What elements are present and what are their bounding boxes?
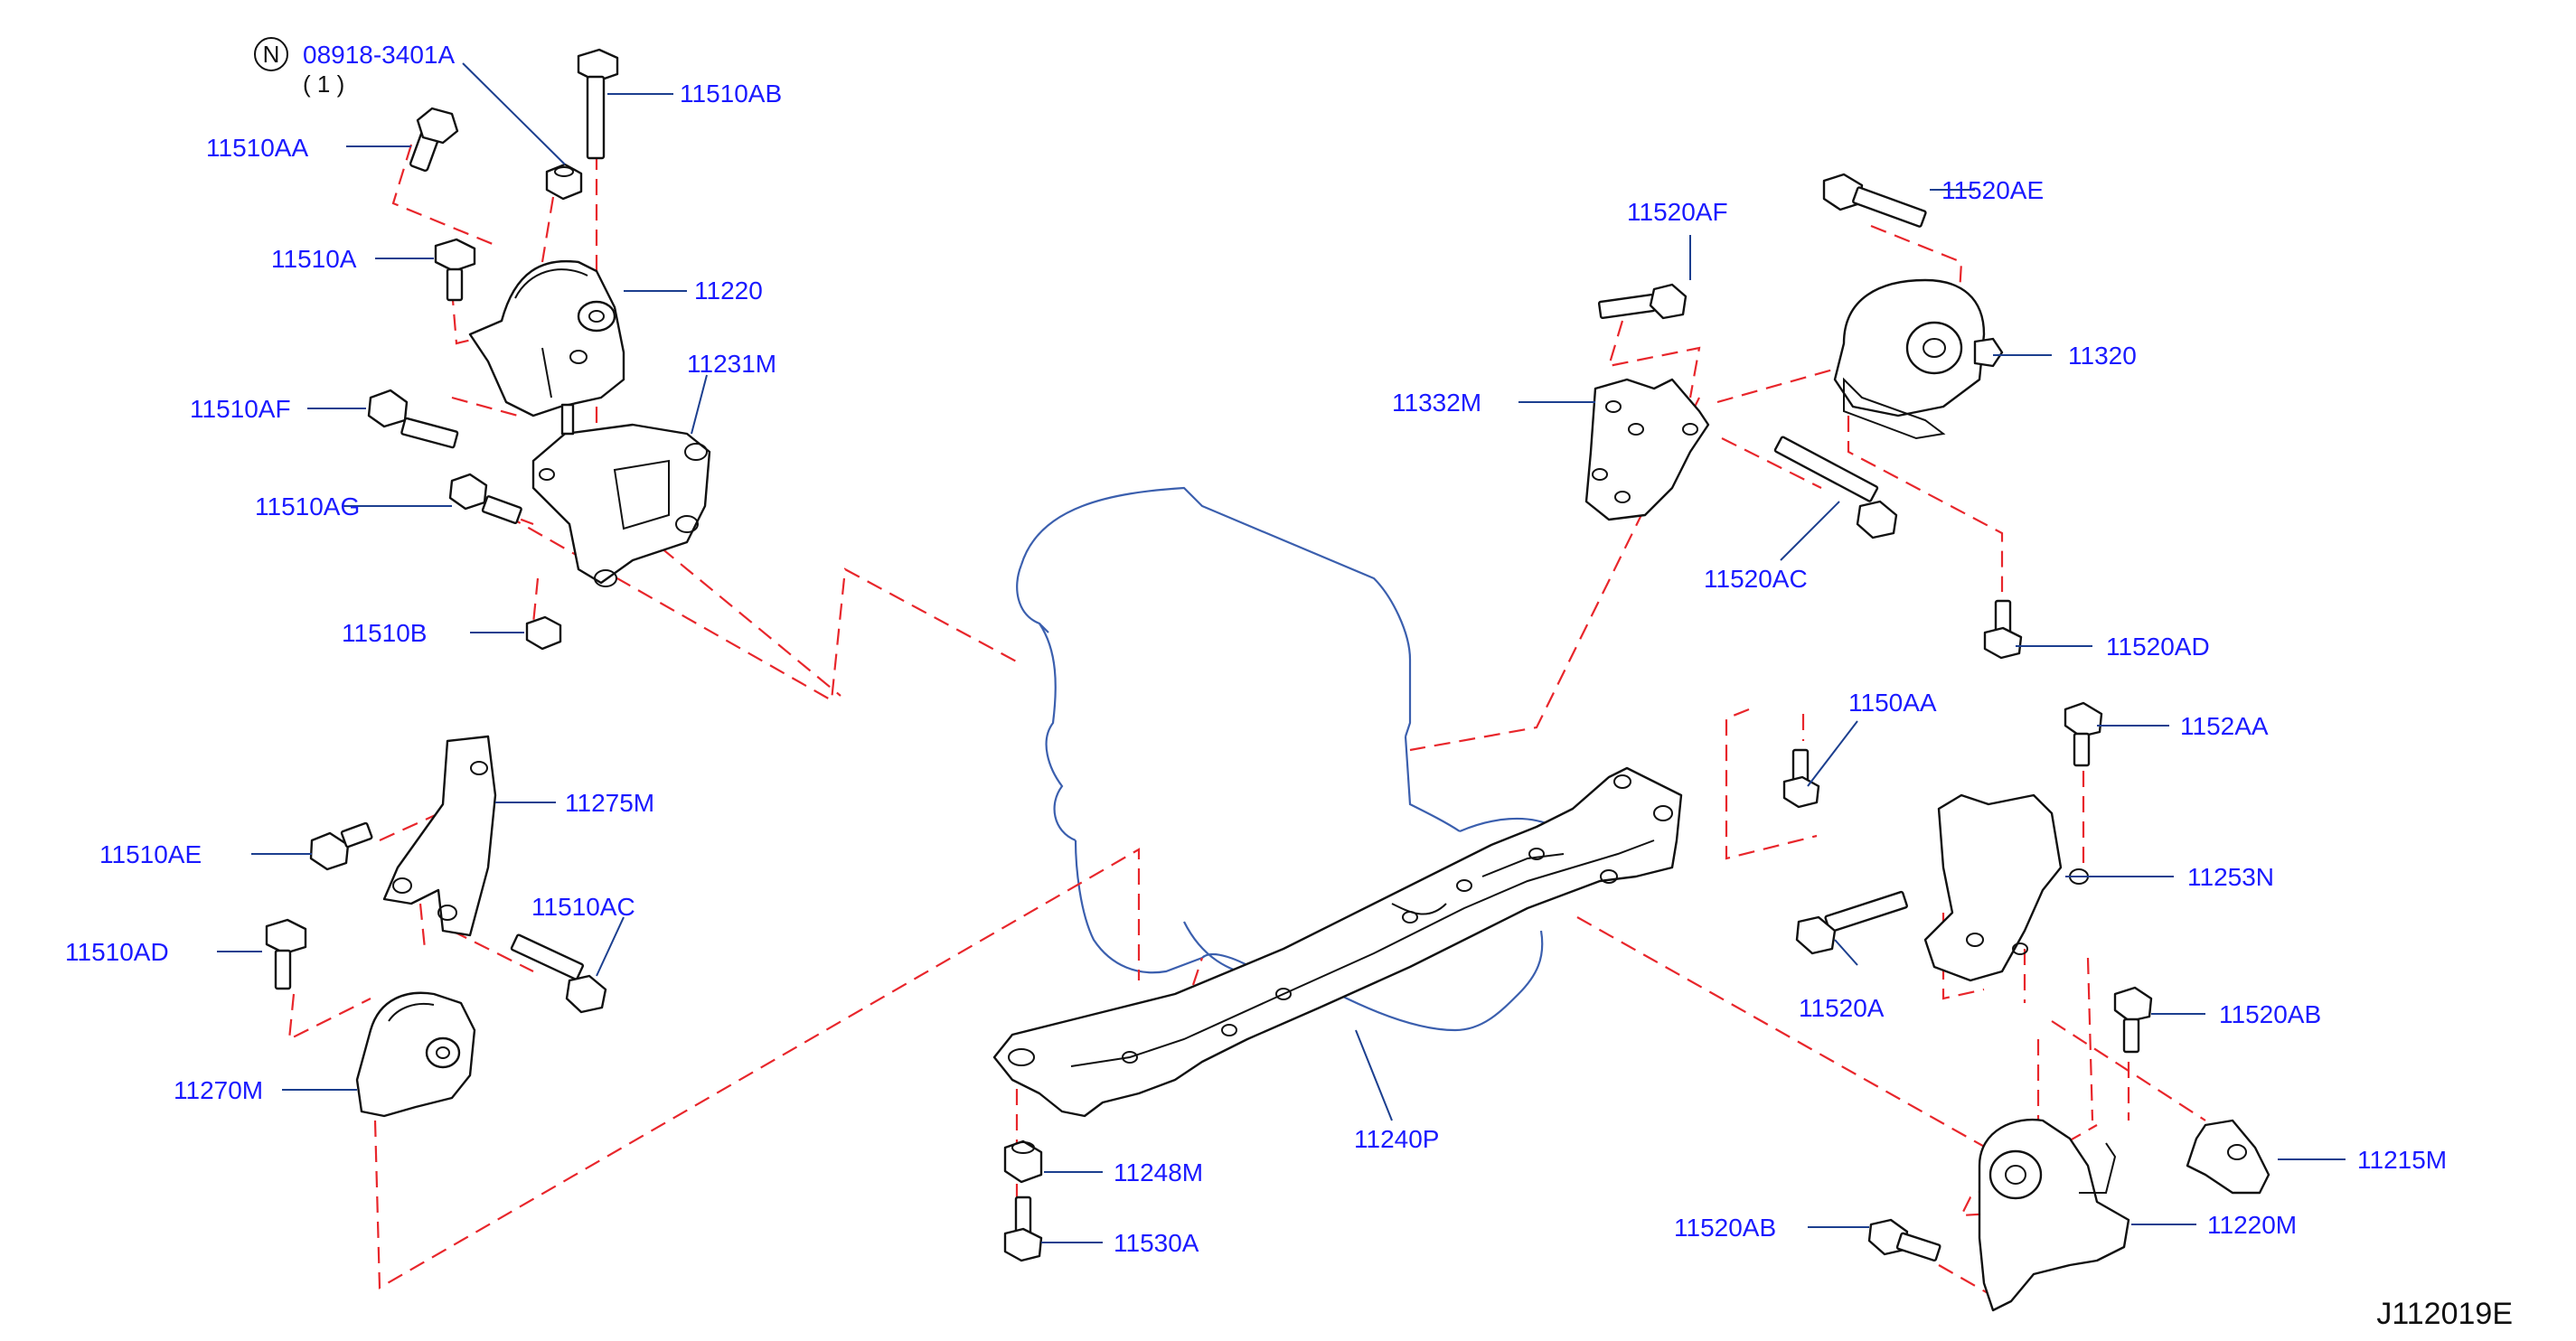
label-11510ae[interactable]: 11510AE (99, 840, 202, 868)
bolt-11520ab-lower (1867, 1218, 1941, 1262)
label-11510aa[interactable]: 11510AA (206, 134, 308, 162)
bolt-11510aa (409, 107, 459, 172)
label-11320[interactable]: 11320 (2068, 342, 2137, 370)
bolt-1152aa (2064, 701, 2103, 767)
label-11520ad[interactable]: 11520AD (2106, 633, 2210, 661)
bolt-11510a (434, 238, 476, 302)
bracket-11231m (531, 403, 711, 587)
label-11231m[interactable]: 11231M (687, 350, 776, 378)
bolt-11510ad (265, 918, 307, 990)
engine-outline (1016, 486, 1556, 1032)
bolt-11520a (1795, 890, 1908, 955)
n-circle-icon (254, 37, 288, 71)
label-11220[interactable]: 11220 (694, 277, 763, 305)
label-11520af[interactable]: 11520AF (1627, 198, 1728, 226)
bolt-11520ae (1822, 173, 1927, 228)
bolt-11510ab (577, 48, 619, 160)
label-11270m[interactable]: 11270M (174, 1076, 263, 1104)
bolt-11510ae (309, 821, 373, 871)
note-symbol: N (263, 41, 280, 68)
engine-mount-11220m (1978, 1118, 2130, 1312)
label-11248m[interactable]: 11248M (1114, 1158, 1203, 1186)
crossmember-11240p (992, 766, 1683, 1118)
bolt-11510ac (510, 933, 607, 1014)
label-11520ac[interactable]: 11520AC (1704, 565, 1808, 593)
label-11510ad[interactable]: 11510AD (65, 938, 169, 966)
label-11520ab-lower[interactable]: 11520AB (1674, 1214, 1776, 1242)
label-11510b[interactable]: 11510B (342, 619, 427, 647)
nut-11510b (525, 615, 562, 651)
label-11240p[interactable]: 11240P (1354, 1125, 1439, 1153)
engine-mount-11220 (468, 259, 625, 417)
bracket-11253n (1923, 793, 2089, 982)
nut-11248m (1003, 1139, 1043, 1184)
label-11215m[interactable]: 11215M (2357, 1146, 2447, 1174)
note-part-number: 08918-3401A (303, 41, 455, 69)
bolt-11520ad (1983, 599, 2023, 660)
engine-mount-11320 (1833, 278, 2004, 440)
label-11275m[interactable]: 11275M (565, 789, 654, 817)
diagram-code: J112019E (2376, 1297, 2513, 1331)
leader-lines (217, 62, 2346, 1243)
bolt-11520ac (1773, 436, 1898, 539)
bolt-11520af (1597, 283, 1688, 320)
label-11220m[interactable]: 11220M (2207, 1211, 2297, 1239)
label-11510ab[interactable]: 11510AB (680, 80, 782, 108)
label-11520ae[interactable]: 11520AE (1941, 176, 2044, 204)
label-11520ab-upper[interactable]: 11520AB (2219, 1000, 2321, 1028)
note-quantity: ( 1 ) (303, 70, 344, 98)
bracket-11332m (1584, 378, 1710, 521)
bracket-11275m (382, 735, 497, 937)
label-11510ag[interactable]: 11510AG (255, 492, 360, 520)
note-badge: N 08918-3401A ( 1 ) (254, 37, 455, 98)
nut-08918-3401a (545, 163, 583, 201)
engine-mount-11270m (355, 991, 476, 1118)
label-1152aa-partial[interactable]: 1152AA (2180, 712, 2269, 740)
label-11510ac[interactable]: 11510AC (531, 893, 635, 921)
label-11530a[interactable]: 11530A (1114, 1229, 1199, 1257)
bolt-11530a (1003, 1196, 1043, 1262)
label-11253n[interactable]: 11253N (2187, 863, 2274, 891)
label-11510a[interactable]: 11510A (271, 245, 357, 273)
label-1150aa-partial[interactable]: 1150AA (1848, 689, 1937, 717)
bolt-11510ag (448, 473, 522, 524)
label-11332m[interactable]: 11332M (1392, 389, 1481, 417)
label-11520a[interactable]: 11520A (1799, 994, 1885, 1022)
bolt-11510af (367, 389, 459, 449)
bolt-11520ab-upper (2113, 986, 2153, 1054)
part-labels: 11510AA 11510AB 11510A 11220 11231M 1151… (65, 80, 2447, 1257)
bracket-11215m (2186, 1119, 2270, 1195)
label-11510af[interactable]: 11510AF (190, 395, 291, 423)
